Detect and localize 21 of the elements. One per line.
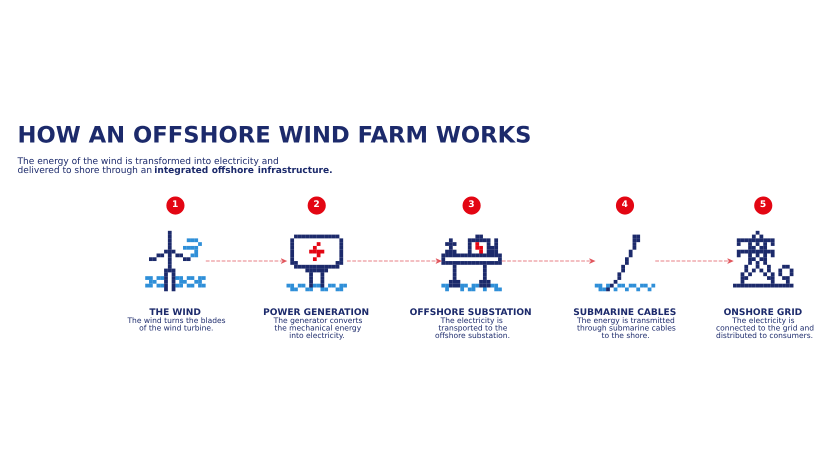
diagram-title: HOW AN OFFSHORE WIND FARM WORKS: [18, 122, 532, 148]
node-label: The generator converts the mechanical energy into electricity.: [274, 316, 362, 340]
node-circle: 5: [754, 196, 772, 214]
arrow: [205, 258, 287, 264]
node-label: OFFSHORE SUBSTATION: [410, 308, 532, 318]
node-label: The electricity is connected to the grid and distributed to consumers.: [716, 316, 814, 340]
node-label: ONSHORE GRID: [724, 308, 802, 318]
arrow: [654, 258, 734, 264]
node-label: The wind turns the blades of the wind turbine.: [127, 316, 226, 332]
node-circle: 4: [616, 196, 634, 214]
node-label: The electricity is transported to the offshore substation.: [434, 316, 510, 340]
arrow: [346, 258, 442, 264]
node-label: The energy is transmitted through submarine cables to the shore.: [577, 316, 676, 340]
node-circle: 3: [462, 196, 481, 214]
node-circle: 2: [308, 196, 326, 214]
node-label: THE WIND: [149, 308, 201, 318]
arrow: [501, 258, 596, 264]
node-label: POWER GENERATION: [263, 308, 370, 318]
node-circle: 1: [166, 196, 184, 214]
label: The energy of the wind is transformed into electricity and delivered to shore through an integrated offshore infrastructure.: [18, 156, 333, 176]
node-label: SUBMARINE CABLES: [573, 308, 676, 318]
